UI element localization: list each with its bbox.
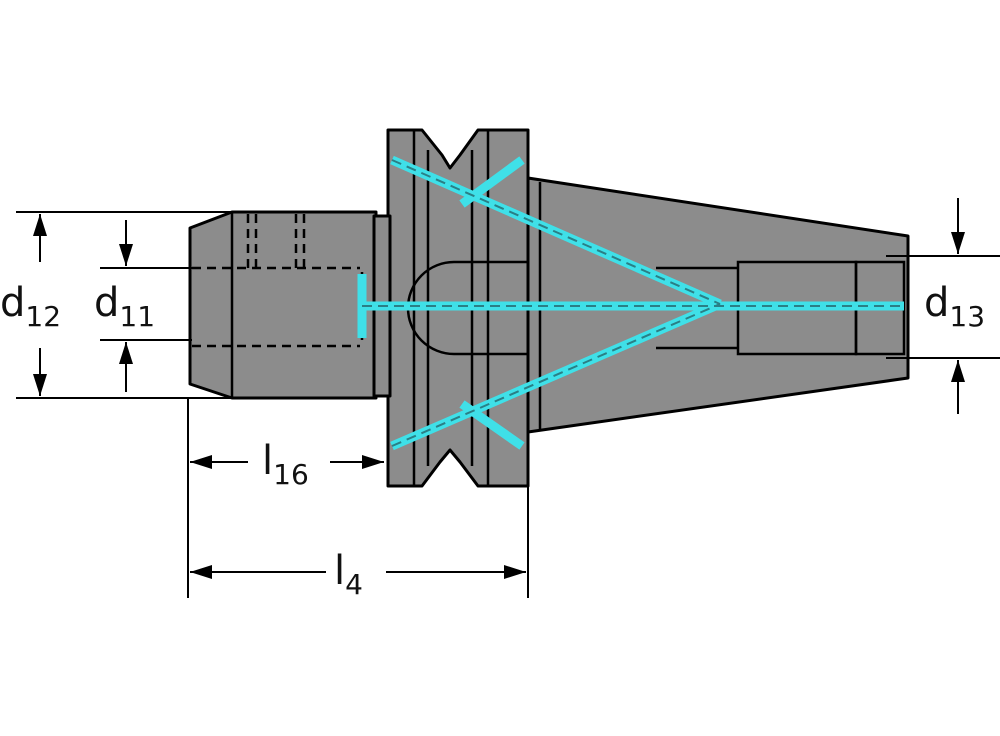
coolant-channels bbox=[357, 155, 904, 451]
coolant-channel-upper-cross bbox=[459, 156, 525, 208]
d12-label: d12 bbox=[0, 280, 61, 333]
dimension-lines bbox=[16, 198, 1000, 598]
shank bbox=[188, 210, 378, 400]
l16-label: l16 bbox=[262, 438, 309, 491]
l4-label: l4 bbox=[334, 548, 363, 601]
d11-label: d11 bbox=[94, 280, 155, 333]
d13-label: d13 bbox=[924, 280, 985, 333]
